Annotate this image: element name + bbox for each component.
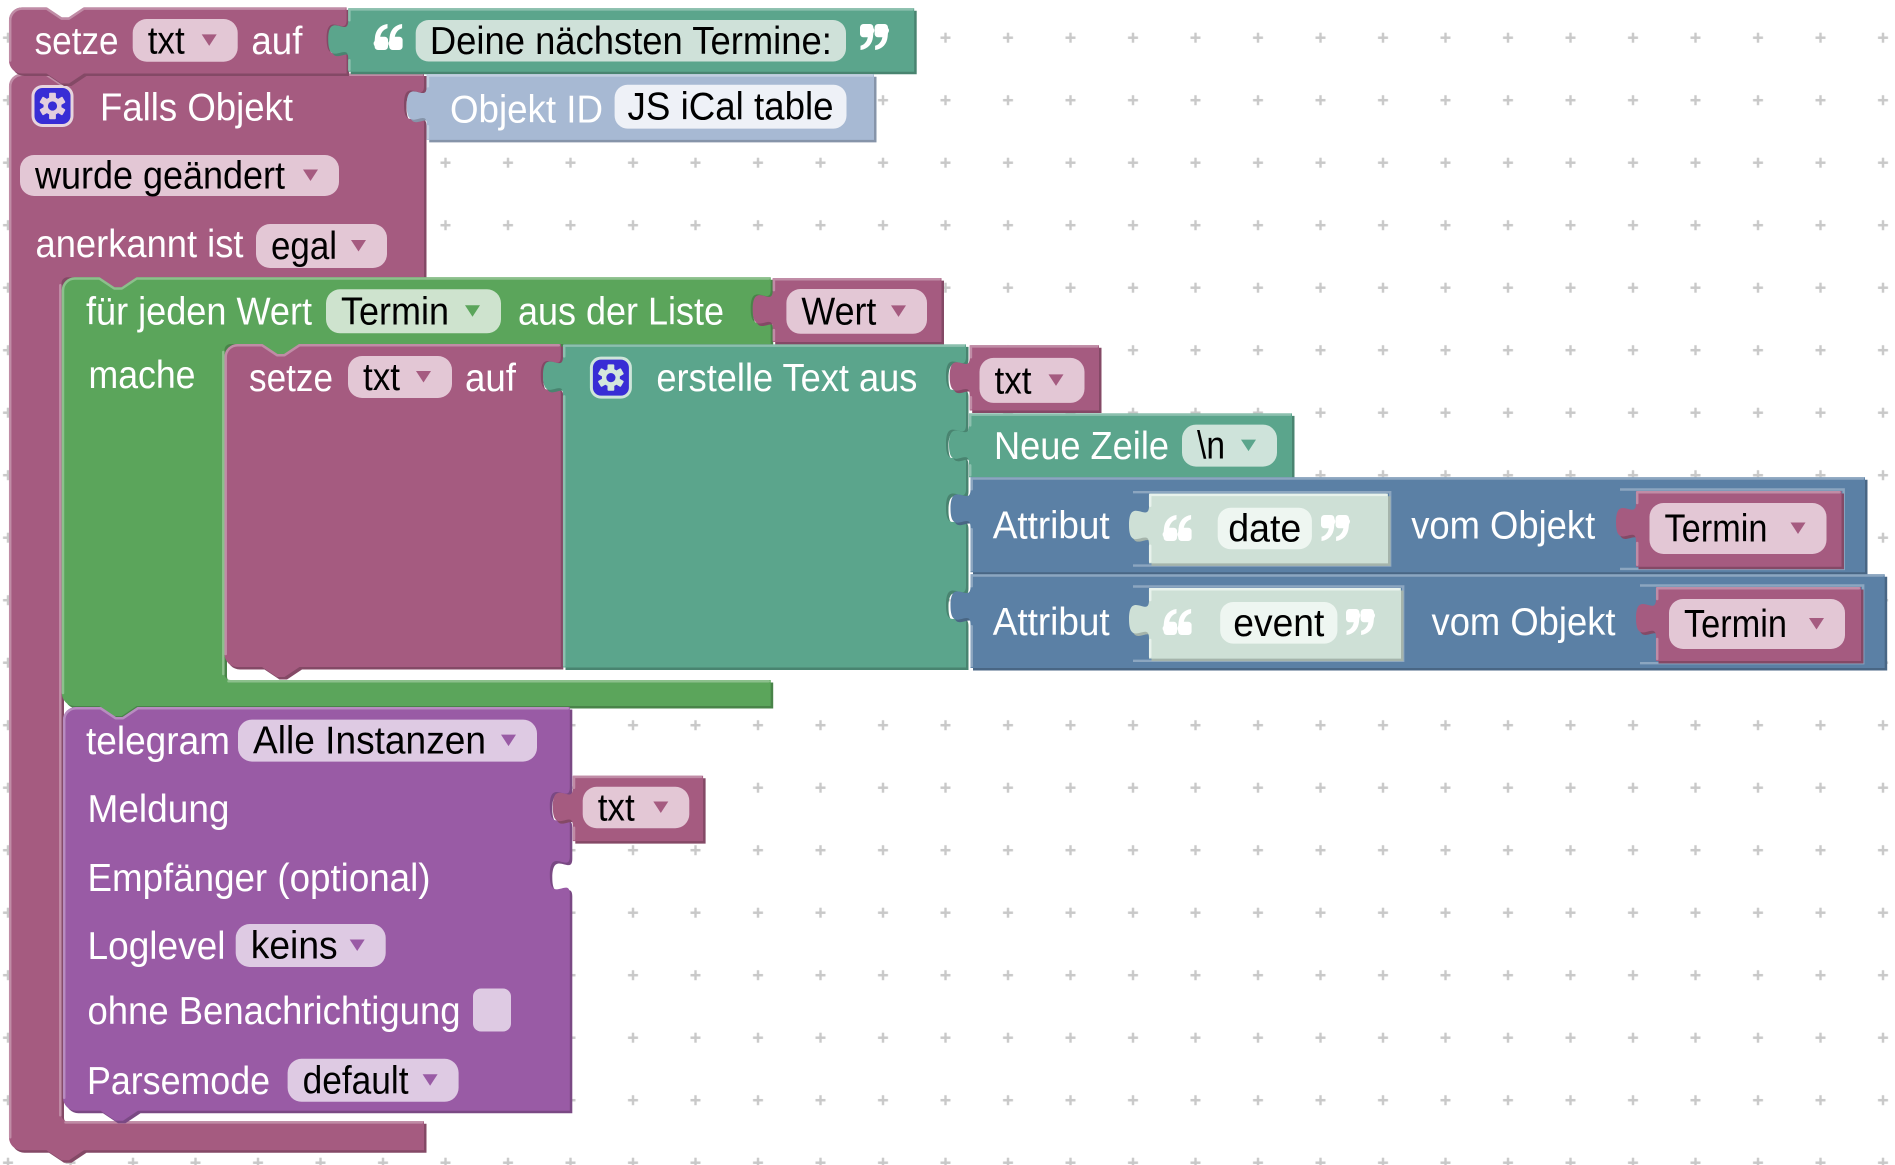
svg-text:txt: txt xyxy=(598,787,635,830)
svg-text:telegram: telegram xyxy=(86,720,230,763)
svg-text:setze: setze xyxy=(249,357,333,400)
svg-text:Loglevel: Loglevel xyxy=(88,925,226,968)
svg-text:Empfänger (optional): Empfänger (optional) xyxy=(88,857,431,900)
svg-text:Termin: Termin xyxy=(1665,508,1768,551)
svg-text:anerkannt ist: anerkannt ist xyxy=(36,223,244,266)
svg-text:wurde geändert: wurde geändert xyxy=(34,155,285,198)
svg-text:Attribut: Attribut xyxy=(993,505,1110,548)
svg-text:egal: egal xyxy=(271,225,337,268)
svg-text:Parsemode: Parsemode xyxy=(87,1060,270,1103)
svg-text:Meldung: Meldung xyxy=(88,788,230,831)
svg-text:txt: txt xyxy=(363,356,400,399)
svg-text:auf: auf xyxy=(251,20,302,63)
svg-text:ohne Benachrichtigung: ohne Benachrichtigung xyxy=(88,990,461,1033)
svg-text:txt: txt xyxy=(995,359,1032,402)
svg-text:JS iCal table: JS iCal table xyxy=(628,86,834,129)
svg-text:Alle Instanzen: Alle Instanzen xyxy=(253,720,486,763)
svg-text:setze: setze xyxy=(35,20,119,63)
svg-text:vom Objekt: vom Objekt xyxy=(1432,601,1616,644)
svg-text:erstelle Text aus: erstelle Text aus xyxy=(656,357,917,400)
svg-text:Wert: Wert xyxy=(801,290,876,333)
svg-text:Neue Zeile: Neue Zeile xyxy=(994,425,1169,468)
svg-text:aus der Liste: aus der Liste xyxy=(518,290,724,333)
svg-text:Attribut: Attribut xyxy=(993,601,1110,644)
svg-text:Termin: Termin xyxy=(1684,603,1787,646)
svg-text:Deine nächsten Termine:: Deine nächsten Termine: xyxy=(430,20,832,63)
svg-text:Objekt ID: Objekt ID xyxy=(450,88,603,131)
svg-text:mache: mache xyxy=(89,354,196,397)
svg-text:auf: auf xyxy=(465,357,516,400)
svg-text:Falls Objekt: Falls Objekt xyxy=(100,87,293,130)
svg-text:Termin: Termin xyxy=(341,290,449,333)
svg-text:vom Objekt: vom Objekt xyxy=(1411,505,1595,548)
svg-text:date: date xyxy=(1228,508,1301,551)
svg-text:default: default xyxy=(303,1059,409,1102)
svg-text:event: event xyxy=(1233,602,1324,645)
svg-text:keins: keins xyxy=(251,925,338,968)
svg-text:\n: \n xyxy=(1197,425,1225,468)
svg-text:für jeden Wert: für jeden Wert xyxy=(86,290,312,333)
svg-text:txt: txt xyxy=(148,19,185,62)
